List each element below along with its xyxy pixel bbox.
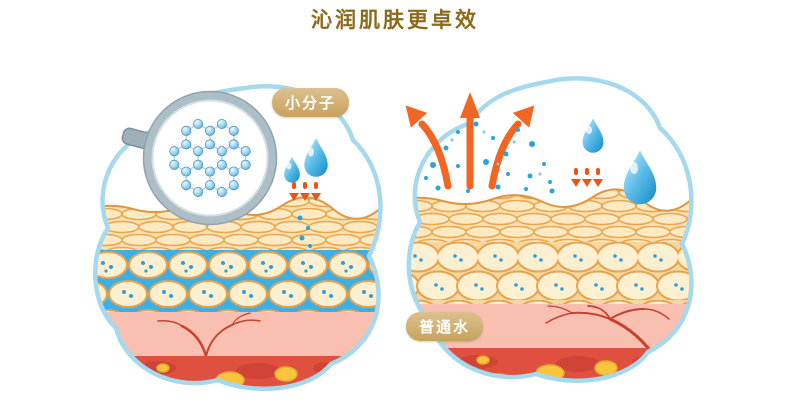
blood-vessels [157,312,261,358]
cell-layer [408,242,692,304]
dermis-layer [95,312,381,356]
evaporation-arrows-icon [405,92,535,190]
skin-cross-section-ordinary-water [405,76,694,383]
panel-ordinary-water [398,70,708,394]
panel-small-molecule [88,78,398,402]
molecule-network [169,118,251,198]
water-drop-icon [284,138,328,183]
ordinary-water-badge: 普通水 [406,312,484,341]
blob-outline [406,76,694,383]
page-title: 沁润肌肤更卓效 [311,9,479,32]
water-mist-dots-light [450,130,542,176]
epidermis-flat-cells [95,197,381,250]
skin-cross-section-small-molecule [92,84,383,391]
magnifier-icon [121,90,278,226]
water-mist-dots [424,121,555,194]
absorbed-water-dots [297,215,312,248]
small-molecule-badge: 小分子 [272,88,350,117]
water-drop-icon [582,118,657,205]
blob-outline [92,84,383,391]
cell-layer [95,250,381,312]
